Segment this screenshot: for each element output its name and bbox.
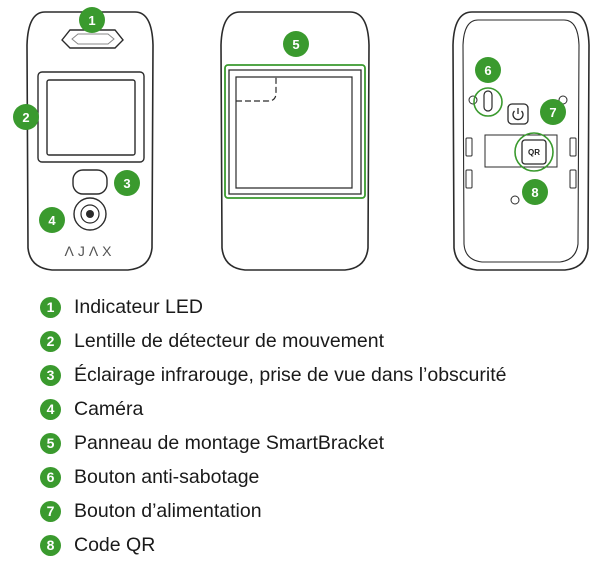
badge-6: 6 <box>475 57 501 83</box>
motion-lens <box>46 79 136 156</box>
qr-label: QR <box>528 148 540 157</box>
legend-number-badge: 4 <box>40 398 61 420</box>
bracket-outer-frame <box>228 69 362 195</box>
legend-item: 5 Panneau de montage SmartBracket <box>40 430 507 456</box>
legend-item: 6 Bouton anti-sabotage <box>40 464 507 490</box>
power-icon <box>512 108 524 121</box>
badge-8-number: 8 <box>531 185 538 200</box>
legend-number-badge: 6 <box>40 466 61 488</box>
bracket-inner-frame <box>235 76 353 189</box>
bracket-knockout-dashed <box>236 77 277 102</box>
screw-hole <box>468 95 478 105</box>
qr-code <box>521 139 547 165</box>
badge-7-number: 7 <box>549 105 556 120</box>
mount-slot <box>465 169 473 189</box>
back-body <box>452 11 590 271</box>
badge-5: 5 <box>283 31 309 57</box>
legend-number-badge: 8 <box>40 534 61 556</box>
badge-4-number: 4 <box>48 213 56 228</box>
legend-item: 8 Code QR <box>40 532 507 558</box>
mount-slot <box>465 137 473 157</box>
badge-6-number: 6 <box>484 63 491 78</box>
legend-label: Code QR <box>74 533 156 556</box>
legend-item: 2 Lentille de détecteur de mouvement <box>40 328 507 354</box>
back-inner-body <box>462 19 580 263</box>
badge-2: 2 <box>13 104 39 130</box>
screw-hole <box>510 195 520 205</box>
legend-number-badge: 1 <box>40 296 61 318</box>
tamper-button <box>483 90 493 112</box>
front-view: ΛJΛX 1 2 3 4 <box>13 7 154 271</box>
legend-number-badge: 5 <box>40 432 61 454</box>
mount-slot <box>569 169 577 189</box>
badge-3-number: 3 <box>123 176 130 191</box>
legend-label: Éclairage infrarouge, prise de vue dans … <box>74 363 507 386</box>
legend-label: Caméra <box>74 397 144 420</box>
legend-item: 7 Bouton d’alimentation <box>40 498 507 524</box>
smartbracket-highlight <box>224 64 366 199</box>
badge-3: 3 <box>114 170 140 196</box>
bracket-view: 5 <box>220 11 370 271</box>
legend-label: Bouton d’alimentation <box>74 499 262 522</box>
legend-list: 1 Indicateur LED 2 Lentille de détecteur… <box>40 294 507 558</box>
badge-7: 7 <box>540 99 566 125</box>
device-diagram: ΛJΛX 1 2 3 4 5 <box>13 7 590 271</box>
badge-5-number: 5 <box>292 37 299 52</box>
mount-slot <box>569 137 577 157</box>
legend-label: Bouton anti-sabotage <box>74 465 260 488</box>
led-indicator-inner <box>71 33 115 45</box>
legend-label: Indicateur LED <box>74 295 203 318</box>
back-view: QR 6 7 8 <box>452 11 590 271</box>
label-area <box>484 134 558 168</box>
legend-number-badge: 7 <box>40 500 61 522</box>
legend-item: 4 Caméra <box>40 396 507 422</box>
badge-1: 1 <box>79 7 105 33</box>
legend-item: 3 Éclairage infrarouge, prise de vue dan… <box>40 362 507 388</box>
legend-item: 1 Indicateur LED <box>40 294 507 320</box>
badge-4: 4 <box>39 207 65 233</box>
badge-8: 8 <box>522 179 548 205</box>
brand-logo: ΛJΛX <box>64 243 115 259</box>
legend-number-badge: 2 <box>40 330 61 352</box>
qr-highlight <box>514 132 554 172</box>
camera-lens <box>86 210 94 218</box>
badge-2-number: 2 <box>22 110 29 125</box>
ir-illuminator <box>72 169 108 195</box>
legend-label: Panneau de montage SmartBracket <box>74 431 385 454</box>
tamper-highlight <box>473 87 503 117</box>
legend-label: Lentille de détecteur de mouvement <box>74 329 385 352</box>
badge-1-number: 1 <box>88 13 95 28</box>
legend-number-badge: 3 <box>40 364 61 386</box>
